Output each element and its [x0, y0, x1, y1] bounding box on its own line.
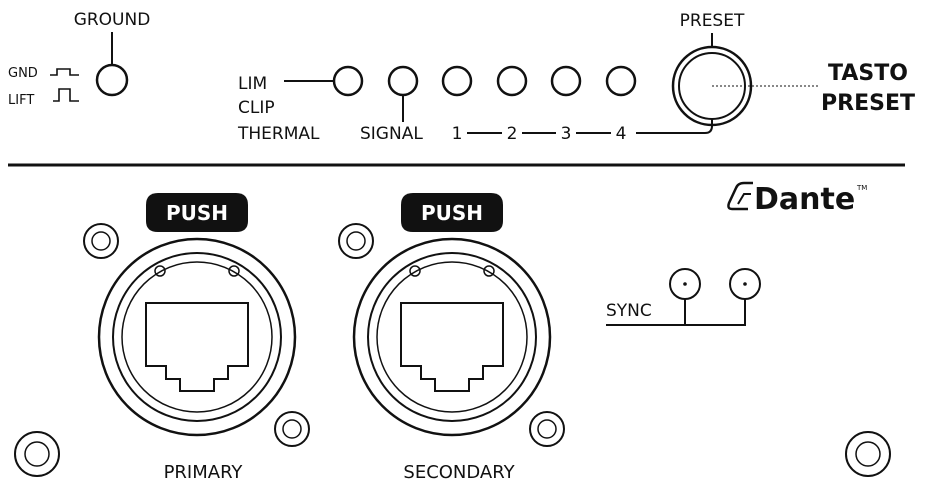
preset-led-1	[441, 65, 473, 97]
lim-clip-thermal-led	[332, 65, 364, 97]
secondary-mount-hole-bottom	[529, 411, 565, 447]
primary-port: PUSH PRIMARY	[83, 193, 310, 483]
sync-led-1-dot	[683, 282, 687, 286]
lift-label: LIFT	[8, 93, 34, 108]
secondary-rj45-jack[interactable]	[400, 302, 504, 392]
preset-led-4	[605, 65, 637, 97]
preset-led-2	[496, 65, 528, 97]
preset-number-3: 3	[561, 124, 572, 144]
primary-label: PRIMARY	[164, 462, 244, 483]
primary-mount-hole-bottom	[274, 411, 310, 447]
callout-preset: PRESET	[821, 91, 915, 116]
secondary-latch-left	[409, 265, 421, 277]
dante-logo: Dante TM	[727, 181, 867, 217]
primary-connector-body	[121, 261, 273, 413]
secondary-mount-hole-top-inner	[346, 231, 366, 251]
primary-mount-hole-bottom-inner	[282, 419, 302, 439]
primary-mount-hole-top	[83, 223, 119, 259]
secondary-mount-hole-top	[338, 223, 374, 259]
dante-brand: Dante	[754, 182, 855, 217]
preset-number-1: 1	[452, 124, 463, 144]
chassis-screw-left-inner	[24, 441, 50, 467]
dante-trademark: TM	[856, 184, 867, 192]
primary-latch-right	[228, 265, 240, 277]
primary-connector-flange	[97, 237, 297, 437]
sync-led-2-dot	[743, 282, 747, 286]
preset-number-2: 2	[507, 124, 518, 144]
primary-rj45-jack[interactable]	[145, 302, 249, 392]
dante-logo-icon	[727, 181, 753, 211]
sync-leader-lines	[606, 299, 746, 326]
gnd-position-icon	[50, 68, 79, 76]
secondary-connector-flange	[352, 237, 552, 437]
primary-mount-hole-top-inner	[91, 231, 111, 251]
chassis-screw-right	[845, 431, 891, 477]
secondary-push-latch[interactable]	[401, 193, 503, 232]
secondary-connector-ring	[367, 252, 537, 422]
primary-latch-left	[154, 265, 166, 277]
preset-leds-leader	[636, 118, 713, 134]
primary-push-latch[interactable]	[146, 193, 248, 232]
secondary-connector-body	[376, 261, 528, 413]
primary-connector-ring	[112, 252, 282, 422]
signal-led	[387, 65, 419, 97]
secondary-mount-hole-bottom-inner	[537, 419, 557, 439]
preset-title: PRESET	[680, 11, 745, 31]
lift-position-icon	[53, 88, 79, 102]
gnd-label: GND	[8, 66, 38, 81]
signal-label: SIGNAL	[360, 124, 423, 144]
secondary-label: SECONDARY	[403, 462, 515, 483]
clip-label: CLIP	[238, 98, 275, 118]
ground-title: GROUND	[74, 10, 151, 30]
primary-push-label: PUSH	[166, 201, 228, 225]
preset-number-4: 4	[616, 124, 627, 144]
dante-logo-icon-inner	[737, 193, 751, 205]
sync-label: SYNC	[606, 301, 652, 321]
ground-lift-switch[interactable]	[95, 63, 129, 97]
thermal-label: THERMAL	[237, 124, 320, 144]
chassis-screw-right-inner	[855, 441, 881, 467]
secondary-push-label: PUSH	[421, 201, 483, 225]
lim-label: LIM	[238, 74, 267, 94]
callout-tasto: TASTO	[828, 61, 908, 86]
chassis-screw-left	[14, 431, 60, 477]
secondary-latch-right	[483, 265, 495, 277]
secondary-port: PUSH SECONDARY	[338, 193, 565, 483]
preset-led-3	[550, 65, 582, 97]
